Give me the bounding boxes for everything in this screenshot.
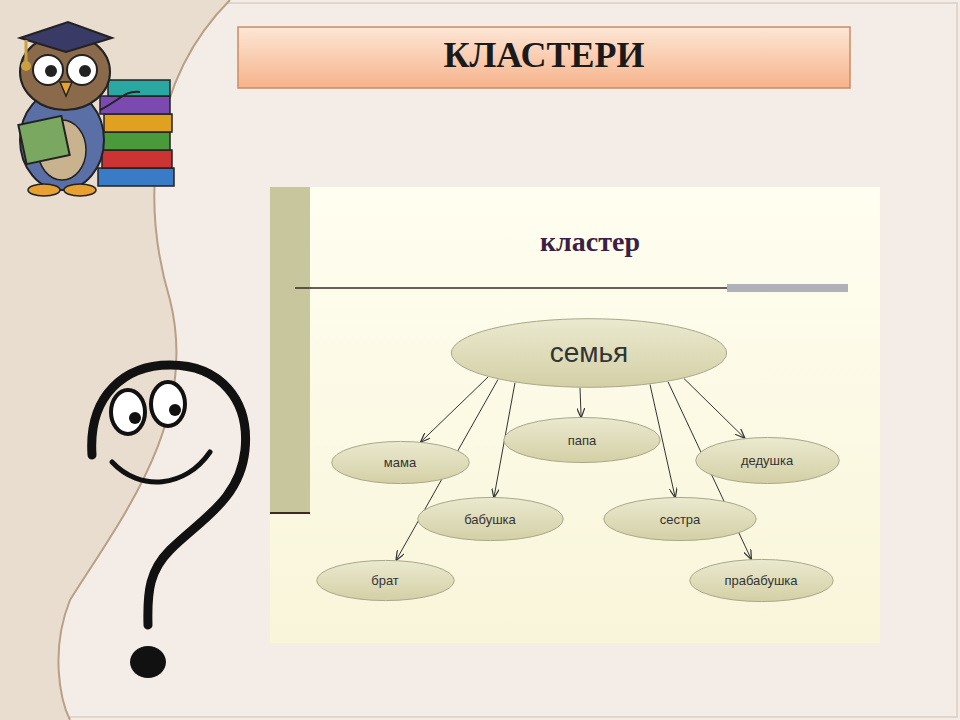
ellipse-shape (689, 559, 833, 601)
node-text: сестра (660, 512, 701, 527)
ellipse-shape (331, 441, 469, 483)
node-text: дедушка (741, 453, 793, 468)
ellipse-shape (417, 497, 563, 540)
cluster-ellipse: бабушка (417, 497, 564, 541)
cluster-ellipse: прабабушка (689, 559, 834, 602)
panel-stripe (270, 187, 310, 513)
owl-illustration (18, 22, 174, 196)
slide-title: КЛАСТЕРИ (443, 34, 644, 76)
title-box (238, 27, 850, 88)
side-band (0, 0, 230, 720)
cluster-ellipse: сестра (603, 497, 757, 541)
arrow-connector (580, 388, 581, 417)
panel-stripe-end (270, 512, 310, 514)
node-text: папа (568, 433, 597, 448)
question-mark-figure (92, 365, 246, 678)
cluster-ellipse: брат (316, 560, 455, 601)
cluster-ellipse: папа (503, 417, 661, 463)
cluster-ellipse: дедушка (695, 437, 840, 484)
node-text: мама (384, 455, 416, 470)
ellipse-shape (316, 560, 454, 600)
node-text: прабабушка (724, 573, 797, 588)
central-ellipse: семья (450, 318, 728, 388)
arrow-connector (421, 377, 488, 441)
ellipse-shape (695, 437, 839, 483)
node-text: бабушка (464, 512, 516, 527)
node-text: брат (371, 573, 399, 588)
node-text: семья (550, 337, 629, 369)
picture-panel (270, 187, 880, 643)
ellipse-shape (504, 417, 660, 462)
panel-heading: кластер (540, 226, 640, 258)
ellipse-shape (451, 319, 726, 388)
cluster-ellipse: мама (331, 441, 470, 484)
ellipse-shape (604, 497, 756, 540)
arrow-connector (684, 379, 744, 438)
heading-rule-bar (727, 284, 848, 292)
